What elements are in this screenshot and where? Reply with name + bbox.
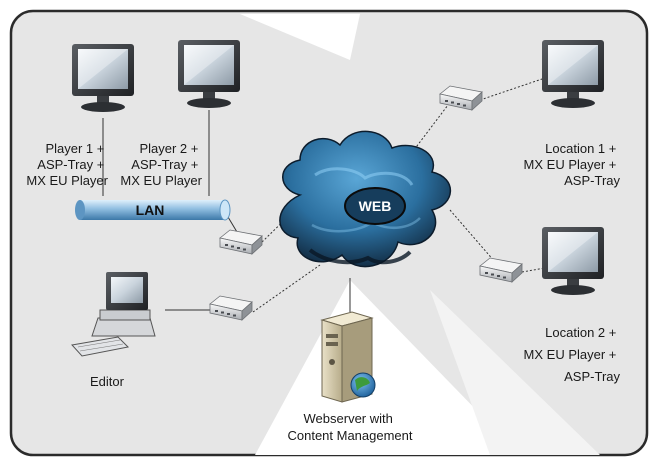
webserver-icon <box>320 311 376 403</box>
web-cloud-icon <box>279 130 452 268</box>
lan-pipe <box>75 199 231 221</box>
lan-label: LAN <box>136 202 165 218</box>
web-label-oval <box>344 187 406 225</box>
player1-label: Player 1 + ASP-Tray + MX EU Player <box>26 141 108 188</box>
webserver-label: Webserver with Content Management <box>287 411 412 443</box>
background-beam <box>240 14 360 60</box>
web-label: WEB <box>359 198 392 214</box>
editor-computer-icon <box>71 272 156 357</box>
location1-label: Location 1 + MX EU Player + ASP-Tray <box>524 141 621 188</box>
background-beam <box>255 280 520 455</box>
background-beam <box>430 290 600 455</box>
location2-label: Location 2 + MX EU Player + ASP-Tray <box>524 325 621 384</box>
editor-label: Editor <box>90 374 125 389</box>
player2-label: Player 2 + ASP-Tray + MX EU Player <box>120 141 202 188</box>
